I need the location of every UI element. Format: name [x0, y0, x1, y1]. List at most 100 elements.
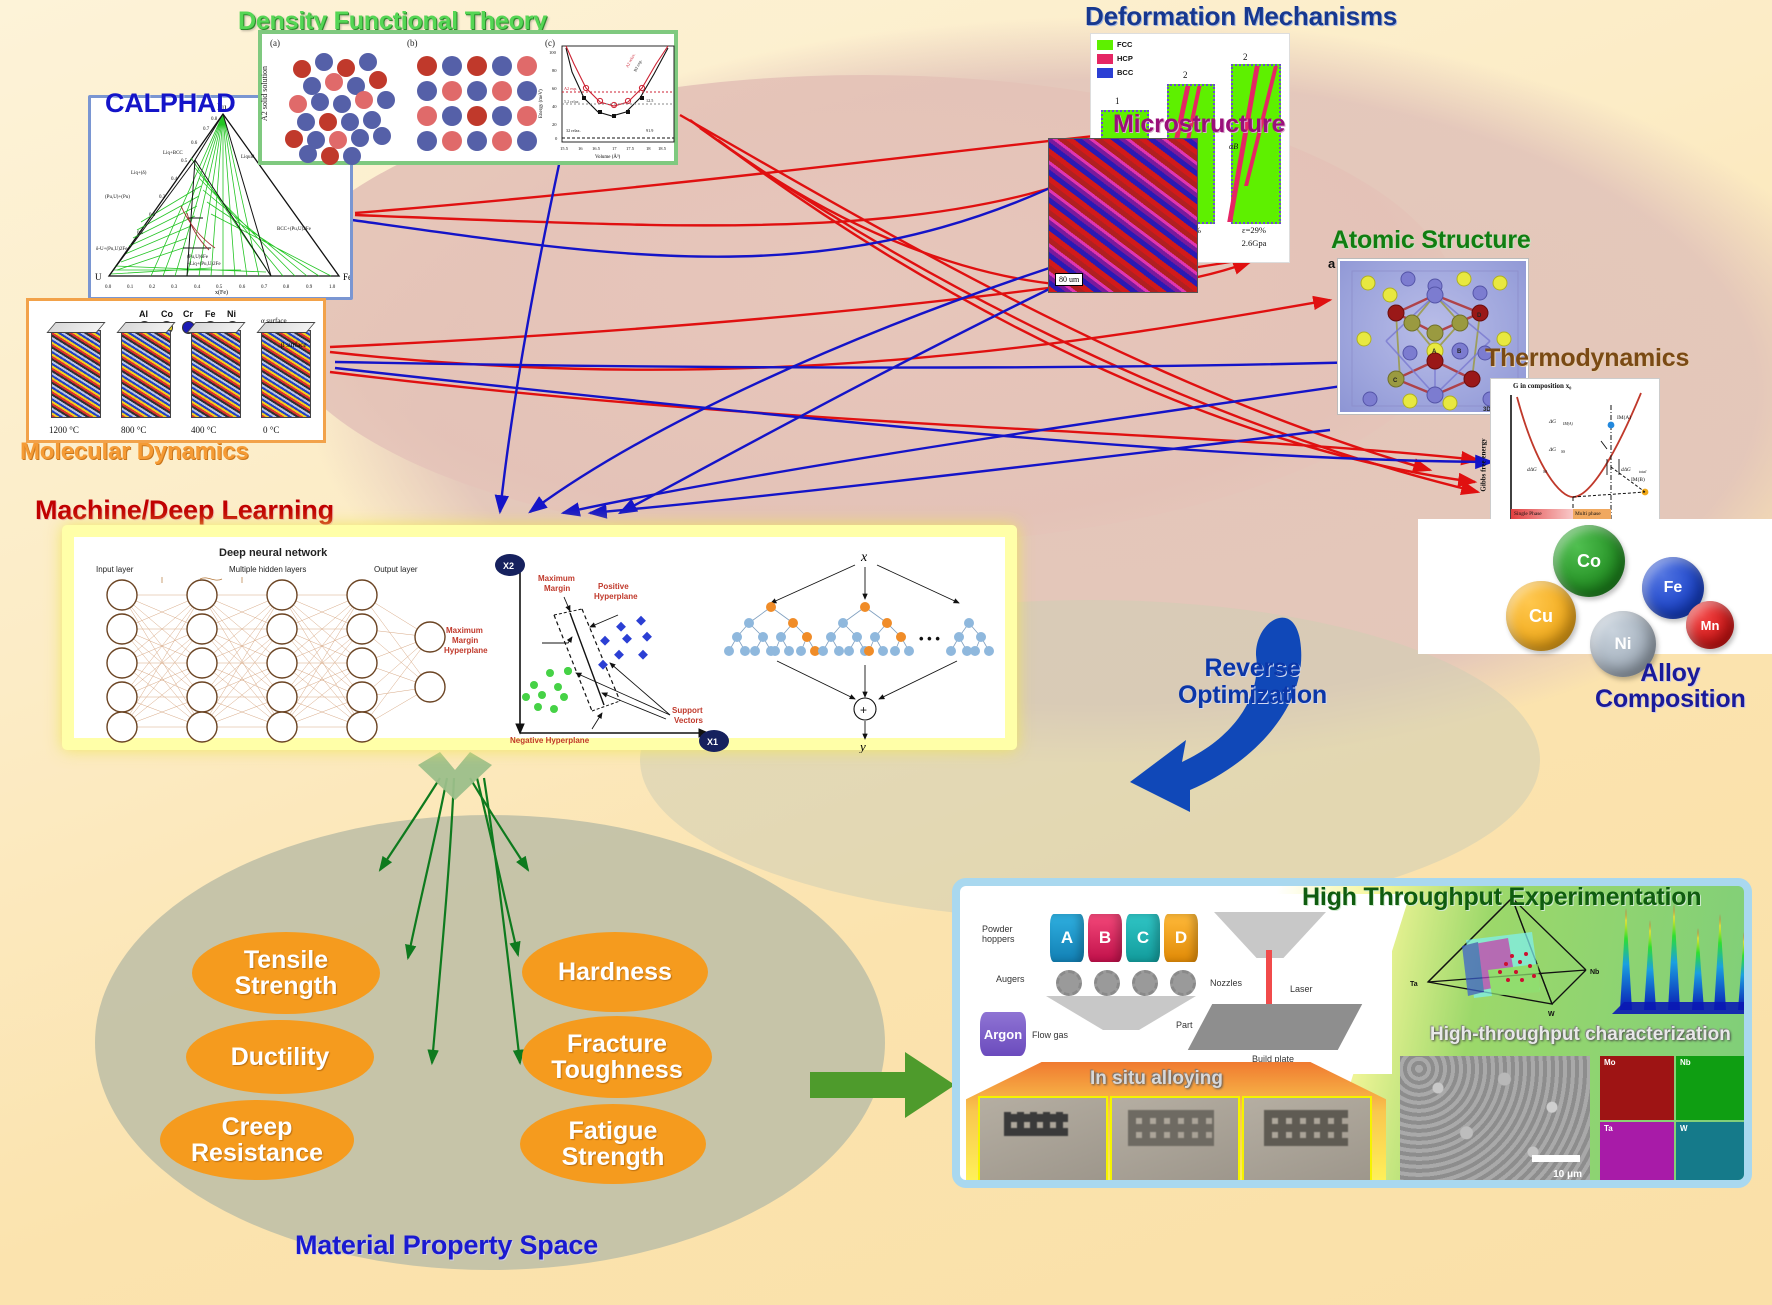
svg-text:0.9: 0.9: [306, 285, 313, 290]
eds-map-w: W: [1676, 1122, 1744, 1180]
thermo-chart-title: G in composition x₀: [1513, 382, 1572, 390]
svg-text:X2: X2: [503, 561, 514, 571]
md-temp-0c: 0 °C: [263, 425, 280, 435]
high-throughput-characterization-caption: High-throughput characterization: [1430, 1024, 1731, 1045]
thermodynamics-title: Thermodynamics: [1485, 344, 1690, 372]
md-cell-1200c: [51, 330, 101, 418]
legend-swatch-fcc: [1097, 40, 1113, 50]
microstructure-panel[interactable]: 80 um: [1048, 138, 1198, 293]
high-throughput-panel[interactable]: Powder hoppers A B C D Augers Argon Flow…: [952, 878, 1752, 1188]
svm-diagram: X2 X1: [444, 554, 729, 752]
deformation-annotation-2: αB: [1229, 142, 1239, 151]
svg-text:total: total: [1639, 469, 1647, 474]
alloy-sphere-mn: Mn: [1686, 601, 1734, 649]
svg-text:100: 100: [549, 50, 557, 55]
svg-text:B2 exp.: B2 exp.: [632, 59, 643, 73]
property-label: Hardness: [558, 957, 672, 986]
reverse-optimization-label: Reverse Optimization: [1178, 655, 1327, 709]
calphad-title: CALPHAD: [105, 88, 236, 118]
part-label: Part: [1176, 1020, 1193, 1030]
svg-text:B: B: [1457, 349, 1462, 355]
svg-text:Liq+BCC: Liq+BCC: [163, 151, 183, 156]
svg-text:δ-U+(Pu,U)2Fe: δ-U+(Pu,U)2Fe: [96, 247, 128, 252]
auger-b: [1094, 970, 1120, 996]
svg-text:12.5: 12.5: [646, 98, 653, 103]
svg-text:ΔG: ΔG: [1548, 447, 1556, 453]
svg-text:0.5: 0.5: [216, 285, 223, 290]
specimen-3: [1242, 1096, 1372, 1180]
deformation-cell-3: [1227, 64, 1281, 224]
alloy-composition-panel[interactable]: Co Fe Cu Mn Ni: [1418, 519, 1772, 677]
deformation-title: Deformation Mechanisms: [1085, 1, 1398, 31]
svg-text:40: 40: [552, 104, 557, 109]
svg-text:Vectors: Vectors: [674, 716, 703, 725]
svg-text:IM(B): IM(B): [1631, 476, 1645, 483]
md-temp-400c: 400 °C: [191, 425, 217, 435]
machine-learning-panel[interactable]: Deep neural network Input layer Multiple…: [62, 525, 1017, 753]
alloy-title-line1: Alloy: [1640, 659, 1701, 687]
reverse-optimization-line1: Reverse: [1204, 654, 1301, 682]
atomic-structure-title: Atomic Structure: [1331, 226, 1531, 254]
legend-label-fcc: FCC: [1117, 40, 1133, 49]
svg-text:Multi phase: Multi phase: [1575, 511, 1601, 517]
random-forest-diagram: x: [724, 550, 994, 753]
sem-scalebar-label: 10 μm: [1553, 1169, 1582, 1180]
svg-text:D: D: [1477, 313, 1482, 319]
alloy-sphere-co: Co: [1553, 525, 1625, 597]
dnn-heading: Deep neural network: [219, 547, 328, 559]
svg-text:A2 relax.: A2 relax.: [624, 52, 636, 68]
property-creep-resistance[interactable]: Creep Resistance: [160, 1100, 354, 1180]
alloy-composition-title: Alloy Composition: [1595, 660, 1746, 713]
svg-text:(Pu,U)6Fe: (Pu,U)6Fe: [187, 255, 209, 260]
svg-text:32 relax.: 32 relax.: [566, 128, 581, 133]
svg-text:0.2: 0.2: [149, 213, 156, 218]
sem-micrograph: 10 μm: [1400, 1056, 1590, 1180]
svg-text:Margin: Margin: [544, 584, 570, 593]
svg-text:0.4: 0.4: [171, 177, 178, 182]
stage-strain-3: ε=29%: [1242, 225, 1266, 235]
svg-text:0.7: 0.7: [261, 285, 268, 290]
property-tensile-strength[interactable]: Tensile Strength: [192, 932, 380, 1014]
svg-text:dΔG: dΔG: [1621, 467, 1631, 473]
auger-d: [1170, 970, 1196, 996]
property-fatigue-strength[interactable]: Fatigue Strength: [520, 1104, 706, 1184]
svg-text:Ta: Ta: [1410, 981, 1418, 988]
svg-text:(Pu,U)+(Pu): (Pu,U)+(Pu): [105, 195, 130, 200]
legend-label-bcc: BCC: [1117, 68, 1134, 77]
dft-subpanel-a-tag: (a): [270, 38, 280, 48]
eds-map-nb: Nb: [1676, 1056, 1744, 1120]
svg-text:W: W: [1548, 1011, 1555, 1018]
property-label: Creep Resistance: [190, 1112, 324, 1167]
svg-text:17: 17: [612, 146, 617, 151]
dft-subpanel-c-tag: (c): [545, 38, 555, 48]
svg-text:0.2: 0.2: [149, 285, 156, 290]
property-hardness[interactable]: Hardness: [522, 932, 708, 1012]
property-label: Fatigue Strength: [561, 1116, 665, 1171]
svg-text:60: 60: [552, 86, 557, 91]
dnn-output-layer-label: Output layer: [374, 565, 418, 574]
svg-text:0.6: 0.6: [191, 141, 198, 146]
hopper-d: D: [1164, 914, 1198, 962]
reverse-optimization-line2: Optimization: [1178, 681, 1327, 709]
svg-text:0.6: 0.6: [239, 285, 246, 290]
md-cell-400c: [191, 330, 241, 418]
alloy-title-line2: Composition: [1595, 685, 1746, 714]
svg-text:ΔG: ΔG: [1548, 419, 1556, 425]
molecular-dynamics-panel[interactable]: Al Co Cr Fe Ni 1200 °C 800 °C 400 °C 0 °…: [26, 298, 326, 443]
svg-text:A2 exp.: A2 exp.: [564, 86, 577, 91]
green-chevron-icon: [418, 752, 492, 800]
dft-panel[interactable]: (a) (b) (c) A2 solid solution: [258, 30, 678, 165]
svg-text:16.5: 16.5: [592, 146, 601, 151]
hopper-a: A: [1050, 914, 1084, 962]
property-fracture-toughness[interactable]: Fracture Toughness: [522, 1016, 712, 1098]
powder-hoppers-label: Powder hoppers: [982, 924, 1015, 945]
stage-number-1: 1: [1115, 96, 1120, 106]
svg-text:Single Phase: Single Phase: [1514, 511, 1542, 517]
md-element-label-fe: Fe: [205, 309, 216, 319]
property-ductility[interactable]: Ductility: [186, 1020, 374, 1094]
high-throughput-title: High Throughput Experimentation: [1302, 883, 1702, 911]
sem-scalebar-line: [1532, 1155, 1580, 1162]
dnn-hidden-layers-label: Multiple hidden layers: [229, 565, 307, 574]
md-temp-800c: 800 °C: [121, 425, 147, 435]
svg-text:SS: SS: [1561, 449, 1565, 454]
